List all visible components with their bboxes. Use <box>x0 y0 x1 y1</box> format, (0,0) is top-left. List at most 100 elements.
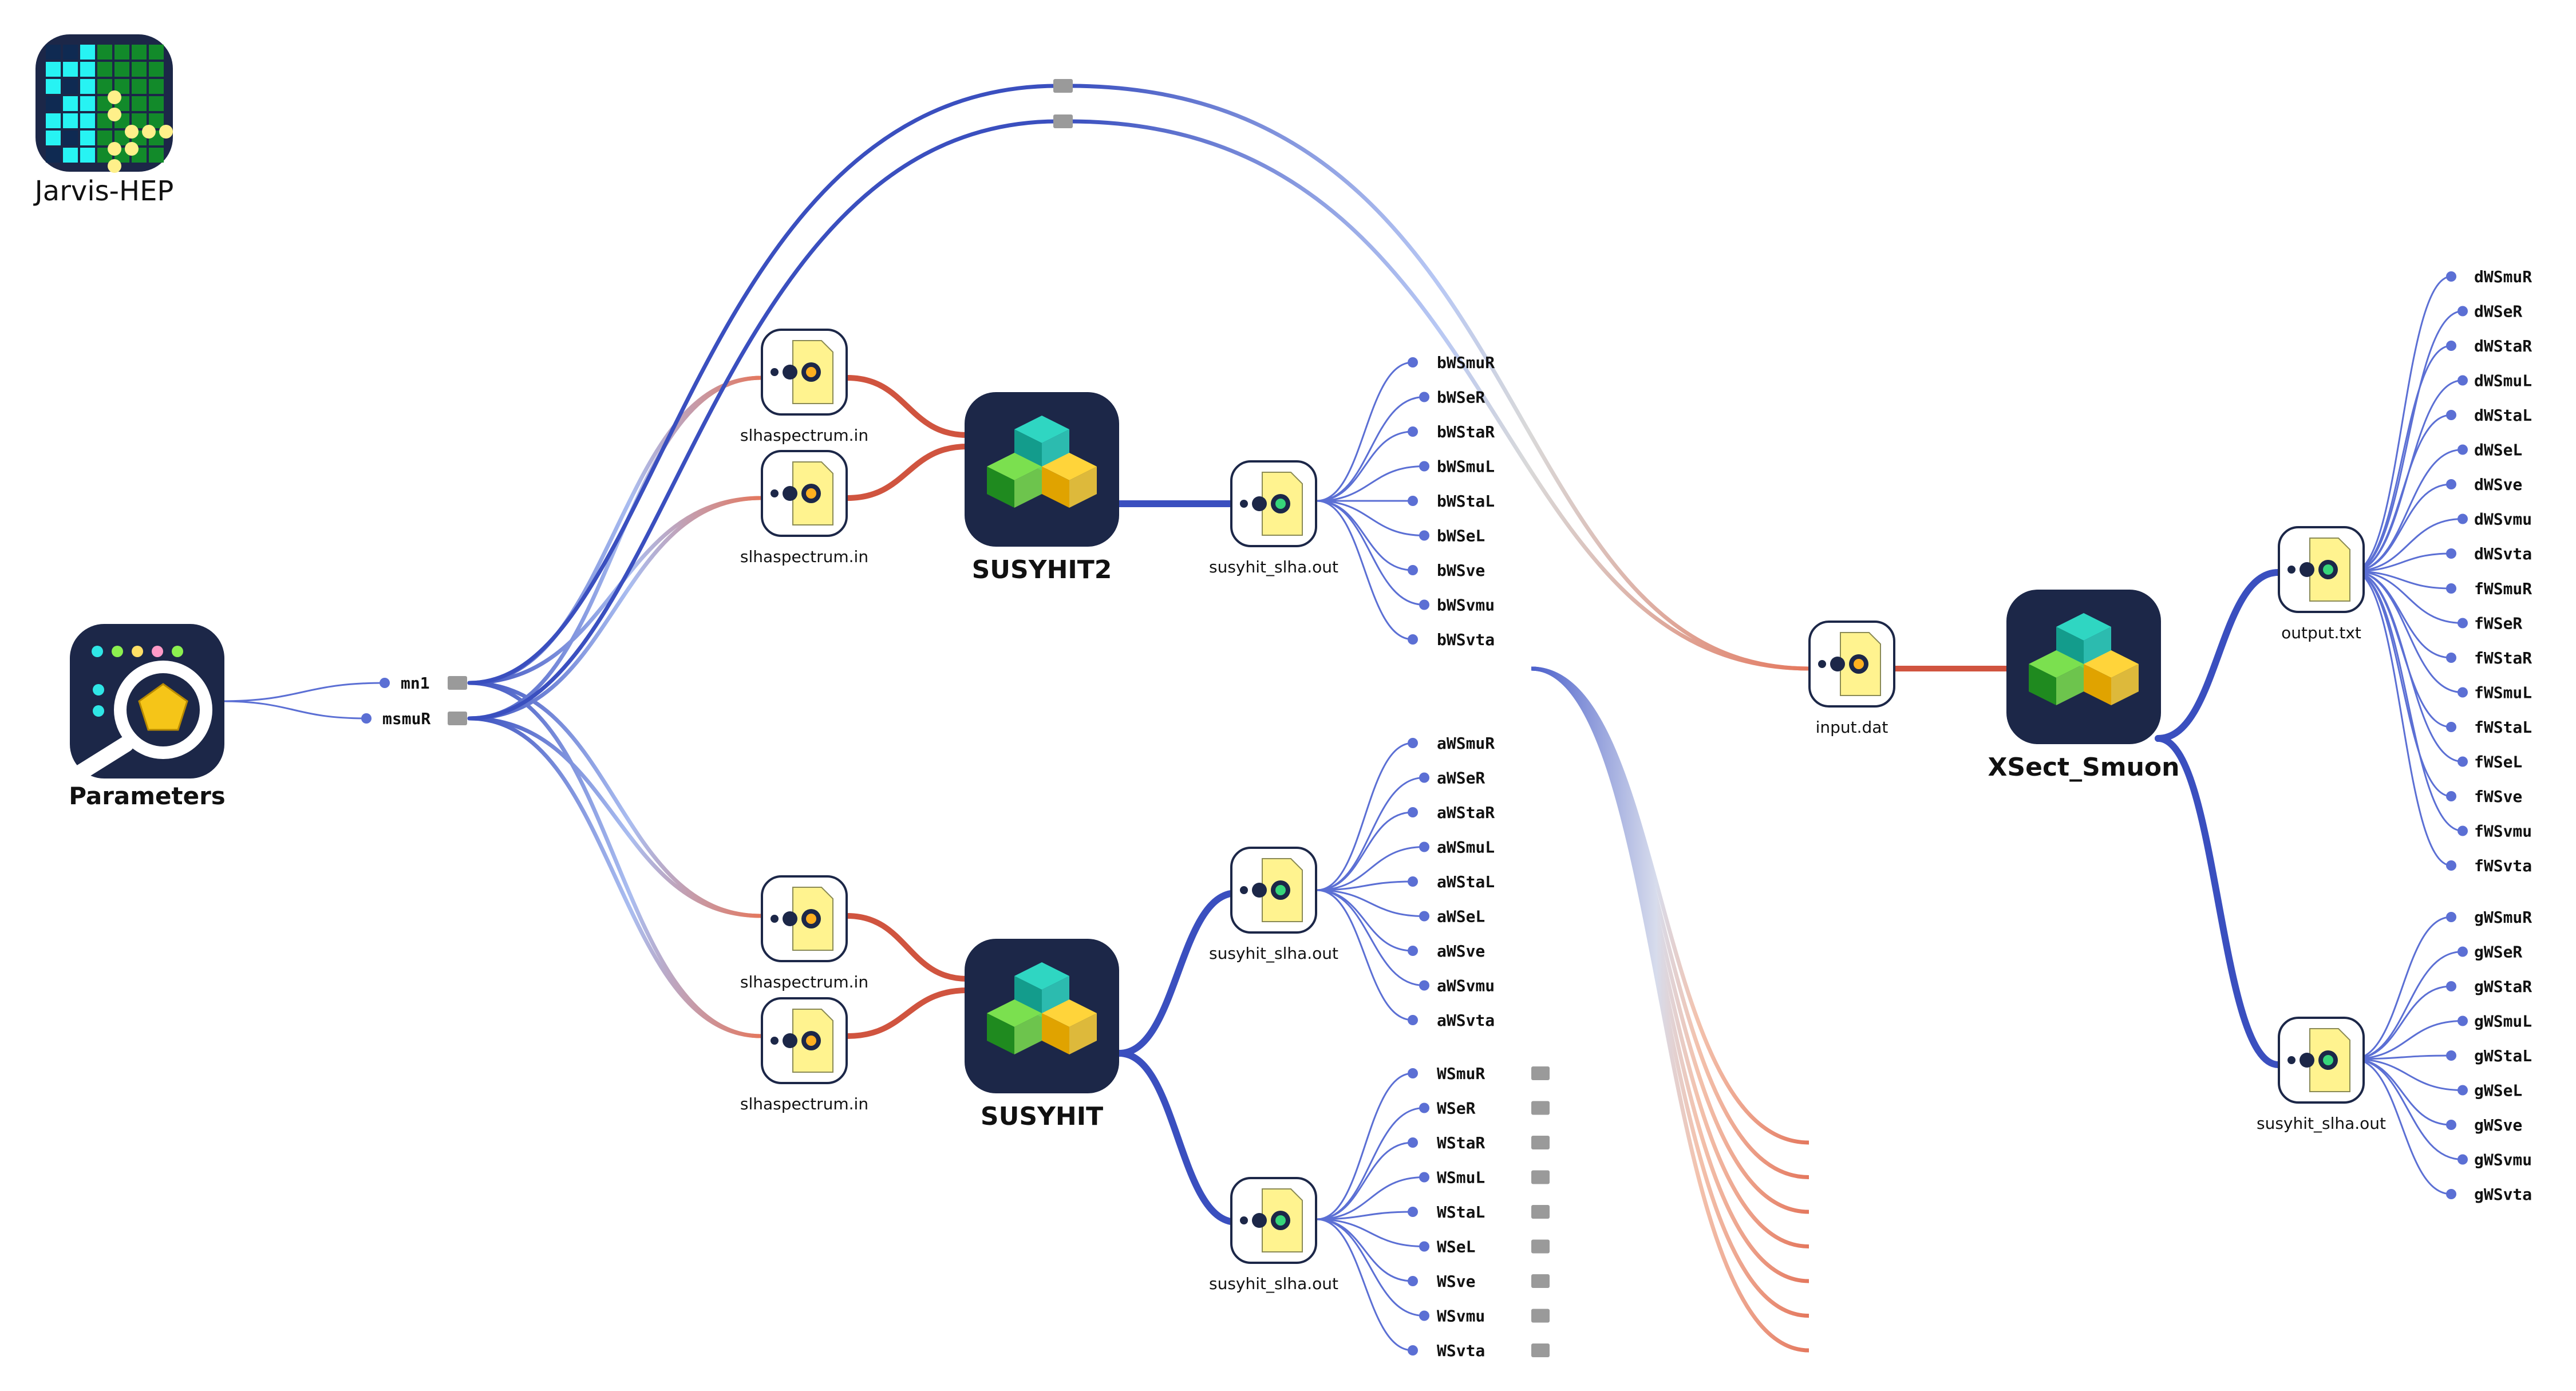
logo-cell <box>46 96 61 111</box>
connector-block <box>1531 1101 1550 1115</box>
parameter-dot <box>93 705 104 717</box>
logo-cell <box>80 148 95 163</box>
file-dot-medium <box>783 486 797 501</box>
output-label: dWSmuR <box>2474 267 2532 286</box>
edge-b-fan-5 <box>1315 500 1425 536</box>
edge-g-fan-5 <box>2352 1058 2464 1091</box>
output-port-dot <box>1408 1276 1418 1286</box>
output-label: WSmuL <box>1437 1168 1485 1187</box>
file-dot-small <box>2287 1056 2296 1064</box>
output-port-dot <box>2458 1085 2468 1096</box>
output-label: dWSeL <box>2474 441 2522 460</box>
edge-slha-top1-susyhit2 <box>844 375 970 438</box>
logo-cell <box>97 79 112 94</box>
arrow-icon <box>1854 659 1864 669</box>
output-port-dot <box>2446 791 2456 801</box>
connector-block <box>1053 114 1073 128</box>
arrow-icon <box>1275 885 1286 895</box>
file-dot-medium <box>783 911 797 926</box>
arrow-icon <box>2323 564 2333 575</box>
output-label: bWSvta <box>1437 630 1495 649</box>
output-label: gWSeR <box>2474 943 2522 962</box>
edge-mn1-slha-top1 <box>467 376 764 685</box>
file-dot-small <box>1818 660 1826 668</box>
output-port-dot <box>1419 1172 1429 1183</box>
connector-block <box>448 712 467 725</box>
cube-right <box>2056 664 2084 705</box>
file-dot-small <box>1240 500 1248 508</box>
output-label: gWSvta <box>2474 1185 2532 1204</box>
output-port-dot <box>2458 687 2468 698</box>
output-port-dot <box>1408 1345 1418 1356</box>
edge-arc2-input <box>1069 119 1809 671</box>
logo-cell <box>80 62 95 77</box>
output-label: WSeL <box>1437 1238 1475 1256</box>
edge-a-fan-5 <box>1315 889 1425 917</box>
edge-b-fan-8 <box>1315 500 1414 641</box>
output-label: WSeR <box>1437 1099 1476 1118</box>
file-out-b <box>1230 460 1317 547</box>
file-dot-small <box>771 368 779 376</box>
file-dot-small <box>771 915 779 923</box>
file-dot-medium <box>1252 1213 1267 1228</box>
logo-cell <box>80 79 95 94</box>
edge-a-fan-7 <box>1315 889 1425 986</box>
file-slha-top2-label: slhaspectrum.in <box>740 547 868 566</box>
logo-cell <box>149 62 164 77</box>
logo-cell <box>97 45 112 60</box>
file-output <box>2278 526 2365 613</box>
output-label: gWSmuR <box>2474 908 2532 927</box>
file-out-g <box>2278 1017 2365 1104</box>
output-port-dot <box>1419 911 1429 922</box>
logo-dot <box>125 125 139 139</box>
logo-dot <box>159 125 173 139</box>
connector-block <box>1531 1309 1550 1323</box>
output-port-dot <box>2446 1120 2456 1130</box>
edge-mn1-arc <box>469 84 1058 685</box>
file-slha-top1-label: slhaspectrum.in <box>740 426 868 445</box>
connector-block <box>1531 1343 1550 1357</box>
output-port-dot <box>2458 756 2468 767</box>
connector-block <box>1531 1239 1550 1254</box>
edge-w-fan-5 <box>1315 1218 1425 1247</box>
edge-f-fan-0 <box>2352 570 2452 590</box>
edge-a-fan-1 <box>1315 777 1425 891</box>
logo-cell <box>63 79 78 94</box>
file-dot-medium <box>1252 496 1267 511</box>
edge-a-fan-2 <box>1315 811 1414 891</box>
cube-left <box>1042 467 1069 508</box>
file-dot-small <box>771 489 779 497</box>
output-port-dot <box>2458 306 2468 317</box>
edge-w-conn-3 <box>1531 666 1809 1179</box>
logo-cell <box>80 96 95 111</box>
output-port-dot <box>2458 444 2468 455</box>
output-label: gWStaL <box>2474 1046 2532 1065</box>
output-label: fWSmuL <box>2474 683 2532 702</box>
dodecahedron <box>138 683 188 731</box>
param-msmuR-label: msmuR <box>382 709 430 728</box>
connector-block <box>1531 1066 1550 1080</box>
file-slha-bot1-label: slhaspectrum.in <box>740 973 868 991</box>
edge-params-mn1 <box>219 682 386 702</box>
edge-f-fan-8 <box>2352 570 2452 867</box>
edge-d-fan-4 <box>2352 414 2452 572</box>
cube-right <box>1014 1013 1042 1054</box>
file-dot-medium <box>2300 1053 2314 1068</box>
file-out-a-label: susyhit_slha.out <box>1209 944 1338 963</box>
logo-cell <box>80 45 95 60</box>
output-label: gWSmuL <box>2474 1012 2532 1031</box>
logo-cell <box>149 148 164 163</box>
output-port-dot <box>1408 807 1418 817</box>
output-label: gWStaR <box>2474 977 2532 996</box>
edge-arc1-input <box>1069 84 1809 671</box>
output-port-dot <box>1419 772 1429 783</box>
output-label: gWSve <box>2474 1116 2522 1135</box>
output-label: aWSmuL <box>1437 838 1495 857</box>
output-port-dot <box>2446 722 2456 732</box>
output-port-dot <box>2458 618 2468 629</box>
edge-w-fan-8 <box>1315 1218 1414 1352</box>
file-out-w <box>1230 1177 1317 1264</box>
edge-w-conn-8 <box>1531 666 1809 1353</box>
output-label: bWSvmu <box>1437 596 1495 615</box>
arrow-icon <box>806 488 816 499</box>
